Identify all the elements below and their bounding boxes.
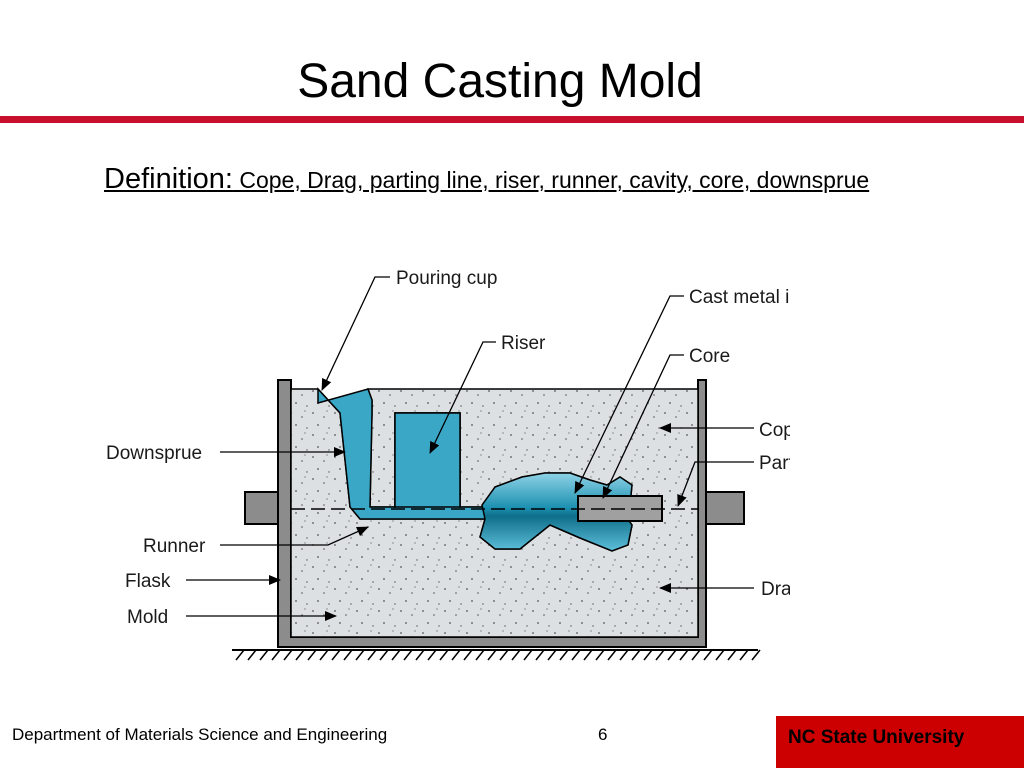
label-drag: Drag <box>761 579 790 600</box>
label-cope: Cope <box>759 420 790 441</box>
hatch-stroke <box>607 649 617 661</box>
hatch-stroke <box>619 649 629 661</box>
label-runner: Runner <box>143 536 206 557</box>
leader-riser <box>429 341 496 454</box>
label-downsprue: Downsprue <box>106 443 202 464</box>
label-flask: Flask <box>125 571 171 592</box>
ground-hatching <box>232 649 761 661</box>
hatch-stroke <box>715 649 725 661</box>
title-divider <box>0 116 1024 123</box>
hatch-stroke <box>331 649 341 661</box>
hatch-stroke <box>679 649 689 661</box>
hatch-stroke <box>487 649 497 661</box>
hatch-stroke <box>259 649 269 661</box>
label-pouring-cup: Pouring cup <box>396 268 497 289</box>
hatch-stroke <box>739 649 749 661</box>
hatch-stroke <box>247 649 257 661</box>
hatch-stroke <box>343 649 353 661</box>
label-mold: Mold <box>127 607 168 628</box>
hatch-stroke <box>463 649 473 661</box>
riser-metal <box>394 412 461 508</box>
page-number: 6 <box>598 725 608 744</box>
leader-pouring-cup <box>321 276 390 391</box>
university-badge: NC State University <box>776 716 1024 768</box>
leader-runner <box>220 526 369 546</box>
hatch-stroke <box>367 649 377 661</box>
hatch-stroke <box>451 649 461 661</box>
definition-lead: Definition: <box>104 163 233 195</box>
hatch-stroke <box>691 649 701 661</box>
hatch-stroke <box>427 649 437 661</box>
hatch-stroke <box>535 649 545 661</box>
leader-cast-metal <box>574 295 684 494</box>
hatch-stroke <box>643 649 653 661</box>
definition-terms: Cope, Drag, parting line, riser, runner,… <box>232 167 870 193</box>
hatch-stroke <box>751 649 761 661</box>
label-core: Core <box>689 346 730 367</box>
hatch-stroke <box>319 649 329 661</box>
hatch-stroke <box>727 649 737 661</box>
hatch-stroke <box>295 649 305 661</box>
hatch-stroke <box>631 649 641 661</box>
label-cast-metal: Cast metal in cavity <box>689 287 790 308</box>
hatch-stroke <box>355 649 365 661</box>
hatch-stroke <box>559 649 569 661</box>
label-riser: Riser <box>501 333 546 354</box>
hatch-stroke <box>703 649 713 661</box>
hatch-stroke <box>583 649 593 661</box>
hatch-stroke <box>415 649 425 661</box>
hatch-stroke <box>523 649 533 661</box>
hatch-stroke <box>475 649 485 661</box>
slide-title: Sand Casting Mold <box>297 55 703 108</box>
footer-department: Department of Materials Science and Engi… <box>12 725 388 744</box>
leader-core <box>602 354 684 499</box>
leader-parting-line <box>677 461 754 507</box>
hatch-stroke <box>307 649 317 661</box>
hatch-stroke <box>271 649 281 661</box>
hatch-stroke <box>547 649 557 661</box>
hatch-stroke <box>571 649 581 661</box>
hatch-stroke <box>655 649 665 661</box>
hatch-stroke <box>667 649 677 661</box>
hatch-stroke <box>283 649 293 661</box>
hatch-stroke <box>391 649 401 661</box>
hatch-stroke <box>235 649 245 661</box>
hatch-stroke <box>511 649 521 661</box>
sand-casting-diagram: Pouring cup Riser Cast metal in cavity C… <box>106 268 790 661</box>
label-parting-line: Parting line <box>759 453 790 474</box>
hatch-stroke <box>379 649 389 661</box>
hatch-stroke <box>595 649 605 661</box>
definition-text: Definition: Cope, Drag, parting line, ri… <box>104 162 924 197</box>
hatch-stroke <box>499 649 509 661</box>
hatch-stroke <box>439 649 449 661</box>
hatch-stroke <box>403 649 413 661</box>
